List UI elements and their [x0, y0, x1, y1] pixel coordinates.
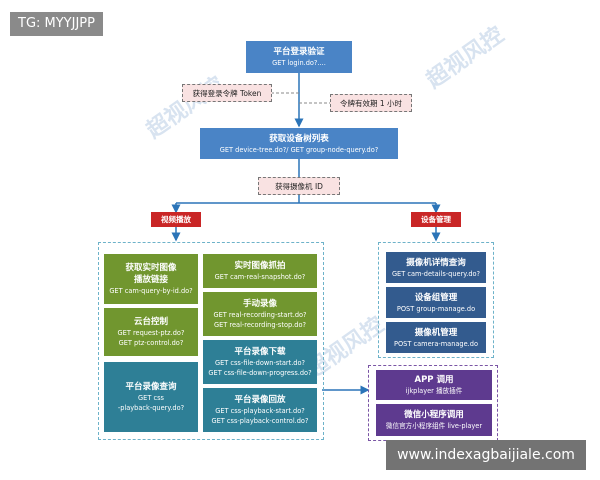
camera-manage-title: 摄像机管理: [414, 327, 458, 338]
camera-detail-box: 摄像机详情查询 GET cam-details-query.do?: [386, 252, 486, 283]
download-api-1: GET css-file-down-start.do?: [214, 359, 306, 367]
expire-note: 令牌有效期 1 小时: [330, 94, 412, 112]
login-api: GET login.do?....: [272, 59, 326, 67]
snapshot-box: 实时图像抓拍 GET cam-real-snapshot.do?: [203, 254, 317, 288]
device-mgmt-group: [378, 242, 494, 358]
camera-manage-box: 摄像机管理 POST camera-manage.do: [386, 322, 486, 353]
manual-record-box: 手动录像 GET real-recording-start.do? GET re…: [203, 292, 317, 336]
camera-manage-api: POST camera-manage.do: [394, 339, 478, 348]
playback-title: 平台录像回放: [234, 395, 286, 405]
video-group: [98, 242, 324, 440]
download-title: 平台录像下载: [234, 347, 286, 357]
manual-record-api-2: GET real-recording-stop.do?: [214, 321, 306, 329]
token-note: 获得登录令牌 Token: [182, 84, 272, 102]
ptz-api-2: GET ptz-control.do?: [118, 339, 184, 347]
group-manage-title: 设备组管理: [414, 292, 458, 303]
app-box: APP 调用 ijkplayer 播放插件: [376, 370, 492, 400]
download-box: 平台录像下载 GET css-file-down-start.do? GET c…: [203, 340, 317, 384]
login-box: 平台登录验证 GET login.do?....: [246, 41, 352, 73]
app-title: APP 调用: [414, 375, 454, 385]
playback-api-1: GET css-playback-start.do?: [215, 407, 305, 415]
playback-box: 平台录像回放 GET css-playback-start.do? GET cs…: [203, 388, 317, 432]
ptz-api-1: GET request-ptz.do?: [117, 329, 185, 337]
manual-record-api-1: GET real-recording-start.do?: [213, 311, 307, 319]
ptz-box: 云台控制 GET request-ptz.do? GET ptz-control…: [104, 308, 198, 356]
group-manage-box: 设备组管理 POST group-manage.do: [386, 287, 486, 318]
realtime-api: GET cam-query-by-id.do?: [109, 287, 193, 295]
mini-program-title: 微信小程序调用: [404, 410, 464, 420]
snapshot-title: 实时图像抓拍: [234, 261, 286, 271]
page-tag: TG: MYYJJPP: [10, 12, 103, 36]
video-label: 视频播放: [151, 212, 201, 227]
realtime-box: 获取实时图像 播放链接 GET cam-query-by-id.do?: [104, 254, 198, 304]
camera-detail-api: GET cam-details-query.do?: [391, 269, 481, 278]
site-url-banner: www.indexagbaijiale.com: [386, 440, 586, 470]
device-mgmt-label: 设备管理: [411, 212, 461, 227]
record-query-api-2: -playback-query.do?: [117, 404, 185, 412]
camera-detail-title: 摄像机详情查询: [406, 257, 466, 268]
record-query-title: 平台录像查询: [125, 382, 177, 392]
group-manage-api: POST group-manage.do: [396, 304, 476, 313]
record-query-box: 平台录像查询 GET css -playback-query.do?: [104, 362, 198, 432]
ptz-title: 云台控制: [133, 317, 168, 327]
snapshot-api: GET cam-real-snapshot.do?: [214, 273, 306, 281]
login-title: 平台登录验证: [273, 47, 325, 57]
camera-id-note: 获得摄像机 ID: [258, 177, 340, 195]
playback-api-2: GET css-playback-control.do?: [211, 417, 309, 425]
mini-program-box: 微信小程序调用 微信官方小程序组件 live-player: [376, 404, 492, 436]
mini-program-sub: 微信官方小程序组件 live-player: [385, 422, 483, 430]
realtime-title-2: 播放链接: [133, 275, 168, 285]
record-query-api-1: GET css: [138, 394, 164, 402]
device-tree-title: 获取设备树列表: [269, 133, 329, 144]
app-sub: ijkplayer 播放插件: [405, 387, 463, 395]
manual-record-title: 手动录像: [242, 299, 277, 309]
device-tree-box: 获取设备树列表 GET device-tree.do?/ GET group-n…: [200, 128, 398, 159]
device-tree-api: GET device-tree.do?/ GET group-node-quer…: [219, 145, 379, 154]
realtime-title-1: 获取实时图像: [125, 263, 177, 273]
download-api-2: GET css-file-down-progress.do?: [208, 369, 312, 377]
